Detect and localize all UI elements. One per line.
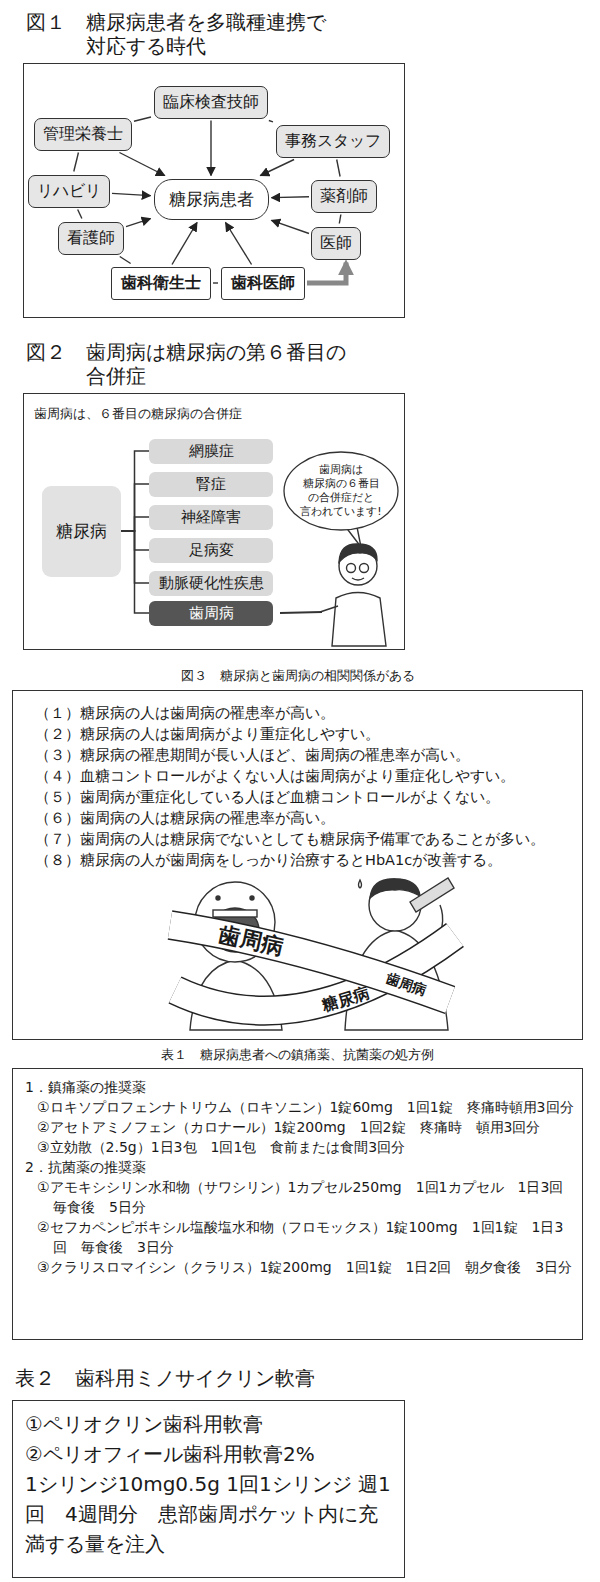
node-label: 神経障害 bbox=[157, 508, 265, 527]
text-line: （４）血糖コントロールがよくない人は歯周病がより重症化しやすい。 bbox=[35, 766, 515, 786]
node-label: 歯科衛生士 bbox=[121, 273, 201, 294]
node-label: 歯周病 bbox=[157, 604, 265, 623]
text-line: （３）糖尿病の罹患期間が長い人ほど、歯周病の罹患率が高い。 bbox=[35, 745, 470, 765]
complication-box: 神経障害 bbox=[149, 505, 273, 530]
band-label: 糖尿病 bbox=[320, 983, 372, 1017]
band bbox=[170, 925, 455, 1011]
connector bbox=[121, 531, 150, 613]
node-label: 糖尿病患者 bbox=[169, 188, 254, 211]
role-box: 看護師 bbox=[58, 222, 124, 255]
node-label: 歯周病は 糖尿病の６番目 の合併症だと 言われています! bbox=[293, 463, 389, 519]
disease-box: 糖尿病 bbox=[42, 486, 121, 577]
node-label: 薬剤師 bbox=[320, 186, 368, 207]
connector bbox=[126, 219, 151, 227]
text-line: ②ペリオフィール歯科用軟膏2% bbox=[13, 1439, 394, 1469]
text-line: （２）糖尿病の人は歯周病がより重症化しやすい。 bbox=[35, 724, 380, 744]
connector bbox=[269, 121, 273, 122]
role-box: 医師 bbox=[311, 227, 361, 260]
text-line: ②アセトアミノフェン（カロナール）1錠200mg 1回2錠 疼痛時 頓用3回分 bbox=[13, 1117, 574, 1137]
figure-frame: 図３ 糖尿病と歯周病の相関関係がある（１）糖尿病の人は歯周病の罹患率が高い。（２… bbox=[12, 690, 583, 1040]
connector bbox=[121, 451, 150, 531]
complication-box: 歯周病 bbox=[149, 601, 273, 626]
connector bbox=[74, 153, 79, 172]
node-label: 看護師 bbox=[67, 228, 115, 249]
role-box: 歯科衛生士 bbox=[111, 267, 211, 300]
node-label: 医師 bbox=[320, 233, 352, 254]
figure-frame: 図１ 糖尿病患者を多職種連携で 対応する時代糖尿病患者臨床検査技師管理栄養士事務… bbox=[23, 63, 405, 318]
text-line: 1シリンジ10mg0.5g 1回1シリンジ 週1回 4週間分 患部歯周ポケット内… bbox=[13, 1469, 394, 1559]
connector bbox=[272, 196, 310, 198]
text-line: 歯周病は、６番目の糖尿病の合併症 bbox=[34, 406, 242, 423]
text-line: （１）糖尿病の人は歯周病の罹患率が高い。 bbox=[35, 703, 335, 723]
connector bbox=[272, 220, 310, 233]
connector bbox=[134, 117, 151, 121]
band-label: 歯周病 bbox=[216, 919, 287, 963]
node-label: 足病変 bbox=[157, 541, 265, 560]
node-label: リハビリ bbox=[37, 181, 101, 202]
role-box: 事務スタッフ bbox=[276, 125, 390, 158]
speech-bubble: 歯周病は 糖尿病の６番目 の合併症だと 言われています! bbox=[283, 451, 399, 531]
text-line: （７）歯周病の人は糖尿病でないとしても糖尿病予備軍であることが多い。 bbox=[35, 829, 545, 849]
node-label: 糖尿病 bbox=[56, 520, 107, 543]
node-label: 事務スタッフ bbox=[285, 131, 381, 152]
role-box: 薬剤師 bbox=[311, 180, 377, 213]
complication-box: 腎症 bbox=[149, 472, 273, 497]
figure-title: 表２ 歯科用ミノサイクリン軟膏 bbox=[15, 1365, 315, 1392]
complication-box: 動脈硬化性疾患 bbox=[149, 571, 273, 596]
role-box: 管理栄養士 bbox=[34, 118, 132, 151]
table-frame: 表２ 歯科用ミノサイクリン軟膏①ペリオクリン歯科用軟膏②ペリオフィール歯科用軟膏… bbox=[12, 1400, 405, 1578]
connector bbox=[120, 257, 131, 264]
table-frame: 表１ 糖尿病患者への鎮痛薬、抗菌薬の処方例1．鎮痛薬の推奨薬①ロキソプロフェンナ… bbox=[12, 1068, 583, 1340]
figure-frame: 図２ 歯周病は糖尿病の第６番目の 合併症歯周病は、６番目の糖尿病の合併症糖尿病網… bbox=[23, 393, 405, 650]
connector bbox=[119, 153, 164, 176]
text-line: ②セフカペンピボキシル塩酸塩水和物（フロモックス）1錠100mg 1回1錠 1日… bbox=[13, 1217, 574, 1257]
role-box: リハビリ bbox=[28, 175, 110, 208]
center-node: 糖尿病患者 bbox=[154, 179, 269, 220]
node-label: 管理栄養士 bbox=[43, 124, 123, 145]
text-line: （８）糖尿病の人が歯周病をしっかり治療するとHbA1cが改善する。 bbox=[35, 850, 502, 870]
text-line: ①ロキソプロフェンナトリウム（ロキソニン）1錠60mg 1回1錠 疼痛時頓用3回… bbox=[13, 1097, 574, 1117]
connector bbox=[121, 484, 150, 531]
connector bbox=[210, 121, 211, 176]
node-label: 動脈硬化性疾患 bbox=[157, 574, 265, 593]
text-line: ①アモキシシリン水和物（サワシリン）1カプセル250mg 1回1カプセル 1日3… bbox=[13, 1177, 574, 1217]
node-label: 網膜症 bbox=[157, 442, 265, 461]
connector bbox=[226, 223, 252, 265]
teacher-figure bbox=[280, 526, 386, 646]
complication-box: 網膜症 bbox=[149, 439, 273, 464]
connector bbox=[172, 223, 197, 265]
text-line: ③クラリスロマイシン（クラリス）1錠200mg 1回1錠 1日2回 朝夕食後 3… bbox=[13, 1257, 574, 1277]
text-line: （６）歯周病の人は糖尿病の罹患率が高い。 bbox=[35, 808, 335, 828]
text-line: 2．抗菌薬の推奨薬 bbox=[13, 1157, 574, 1177]
role-box: 歯科医師 bbox=[221, 267, 305, 300]
figure-title: 図３ 糖尿病と歯周病の相関関係がある bbox=[13, 668, 582, 685]
complication-box: 足病変 bbox=[149, 538, 273, 563]
connector bbox=[260, 160, 294, 176]
role-box: 臨床検査技師 bbox=[154, 86, 268, 119]
connector bbox=[112, 193, 151, 195]
text-line: （５）歯周病が重症化している人ほど血糖コントロールがよくない。 bbox=[35, 787, 500, 807]
text-line: 1．鎮痛薬の推奨薬 bbox=[13, 1077, 574, 1097]
figure-title: 図２ 歯周病は糖尿病の第６番目の 合併症 bbox=[26, 340, 386, 388]
connector bbox=[339, 215, 341, 224]
node-label: 腎症 bbox=[157, 475, 265, 494]
connector bbox=[213, 282, 218, 283]
text-line: ①ペリオクリン歯科用軟膏 bbox=[13, 1409, 394, 1439]
connector bbox=[121, 517, 150, 531]
figure-title: 表１ 糖尿病患者への鎮痛薬、抗菌薬の処方例 bbox=[13, 1047, 582, 1064]
connector bbox=[337, 160, 340, 177]
text-line: ③立効散（2.5g）1日3包 1回1包 食前または食間3回分 bbox=[13, 1137, 574, 1157]
node-label: 歯科医師 bbox=[231, 273, 295, 294]
band-label: 歯周病 bbox=[383, 970, 429, 1001]
connector bbox=[307, 263, 346, 284]
figure-title: 図１ 糖尿病患者を多職種連携で 対応する時代 bbox=[26, 10, 386, 58]
connector bbox=[78, 210, 82, 219]
node-label: 臨床検査技師 bbox=[163, 92, 259, 113]
